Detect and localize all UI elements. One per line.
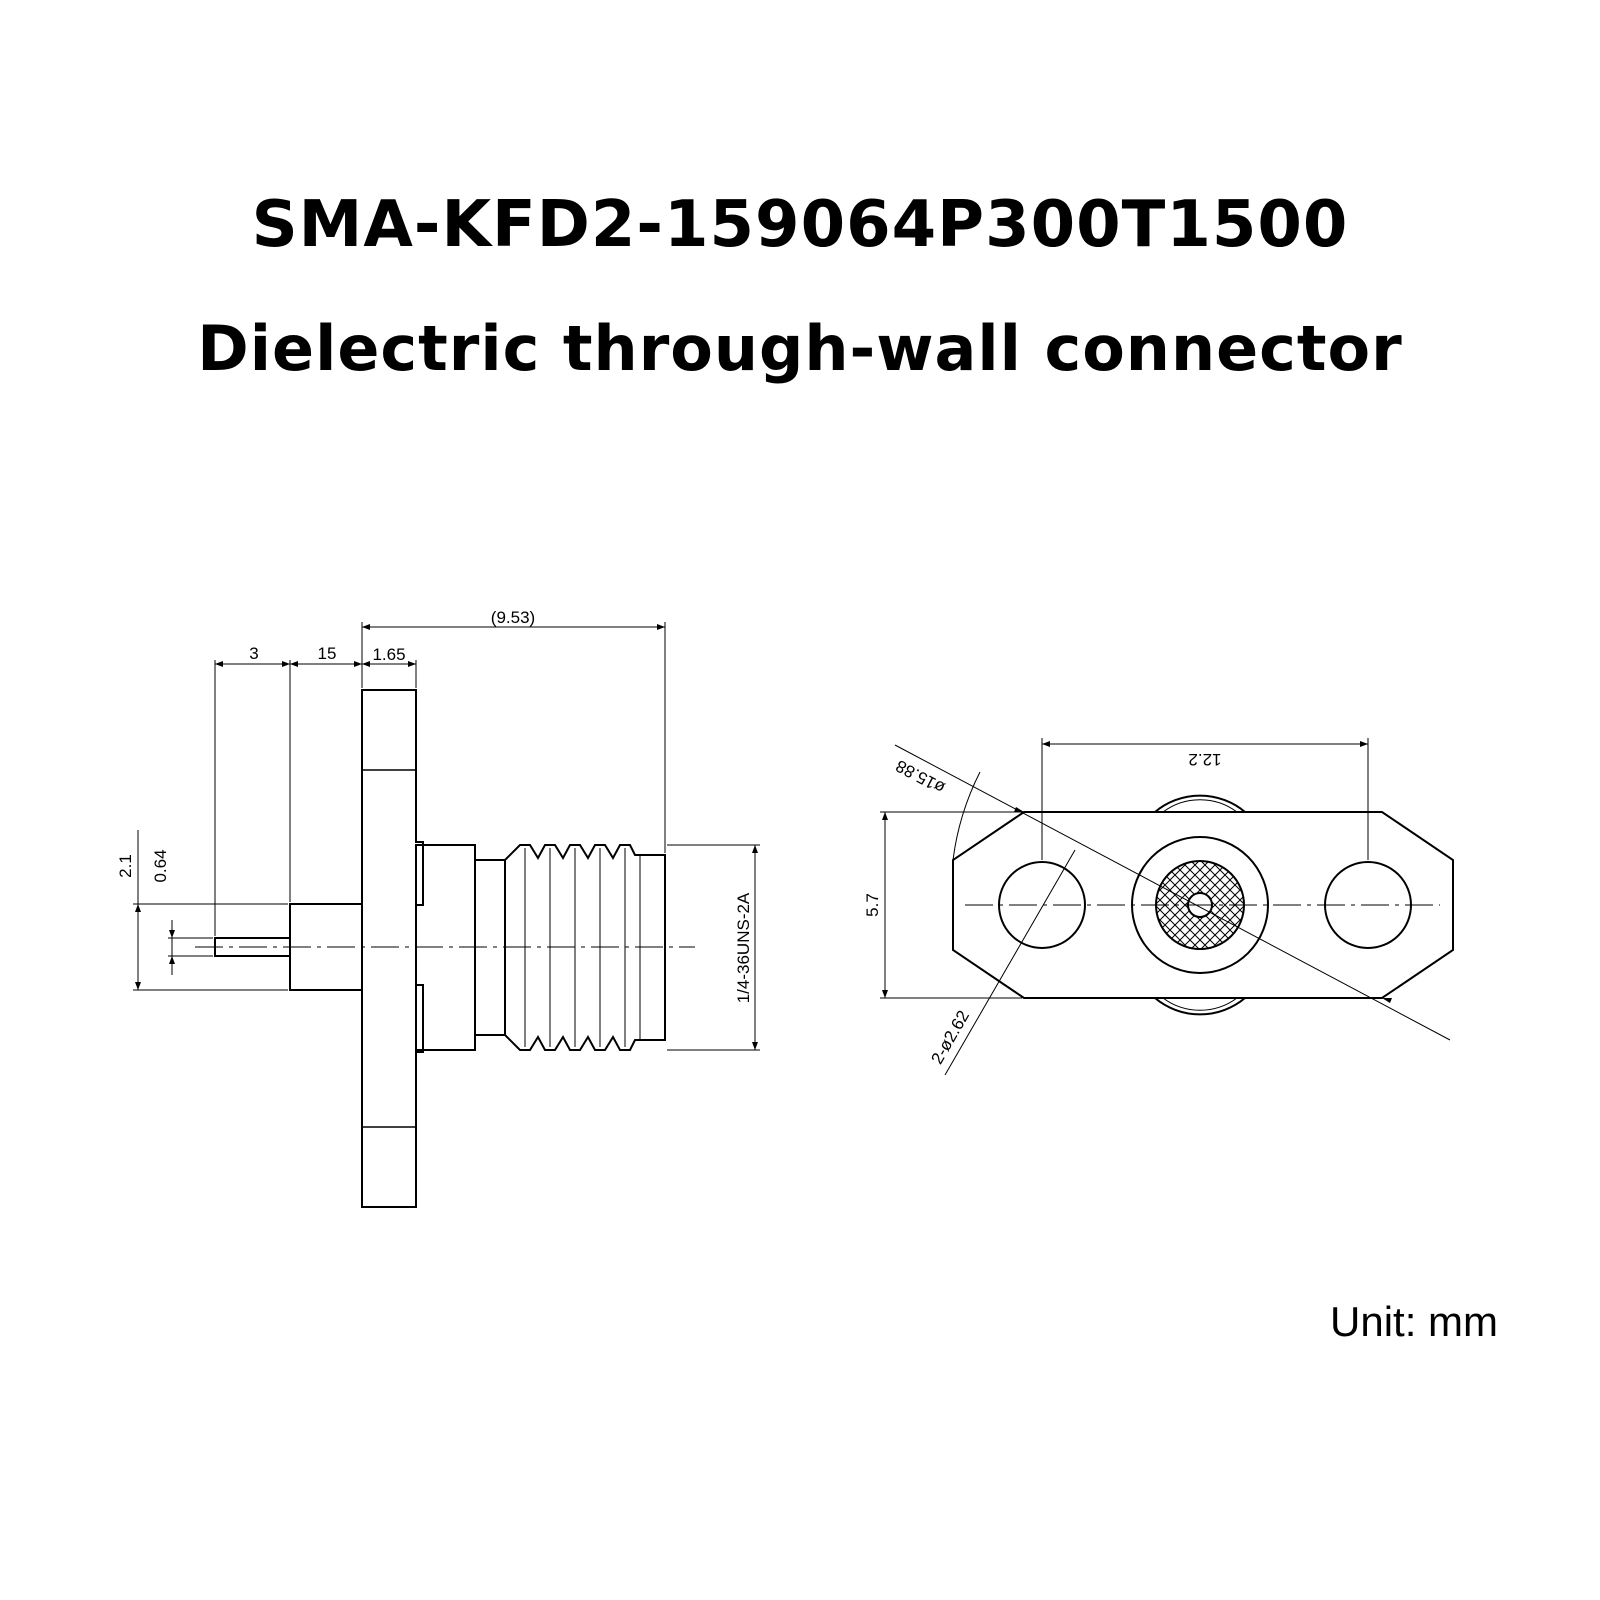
- threaded-section: [504, 844, 666, 1051]
- thread-spec-label: 1/4-36UNS-2A: [734, 892, 753, 1003]
- overall-length-label: (9.53): [491, 608, 535, 627]
- side-view: [195, 689, 695, 1208]
- side-view-arrows: [135, 624, 758, 1050]
- front-view-arrows: [882, 741, 1392, 1003]
- product-description-title: Dielectric through-wall connector: [197, 312, 1403, 385]
- hole-spacing-label: 12.2: [1188, 750, 1221, 769]
- flange-plate: [361, 689, 424, 1208]
- flange-diagonal-label: ø15.88: [893, 756, 949, 798]
- flange-thickness-label: 1.65: [372, 645, 405, 664]
- part-number-title: SMA-KFD2-159064P300T1500: [251, 188, 1349, 262]
- unit-label: Unit: mm: [1330, 1298, 1498, 1345]
- housing-bottom-arc: [1154, 997, 1246, 1016]
- front-view-dimensions: [880, 738, 1451, 1076]
- insulator-length-label: 15: [318, 644, 337, 663]
- pin-length-label: 3: [249, 644, 258, 663]
- front-view: [952, 794, 1454, 1016]
- pin-diameter-label: 0.64: [151, 849, 170, 882]
- housing-top-arc: [1154, 794, 1246, 813]
- flange-height-label: 5.7: [863, 893, 882, 917]
- insulator-diameter-label: 2.1: [116, 854, 135, 878]
